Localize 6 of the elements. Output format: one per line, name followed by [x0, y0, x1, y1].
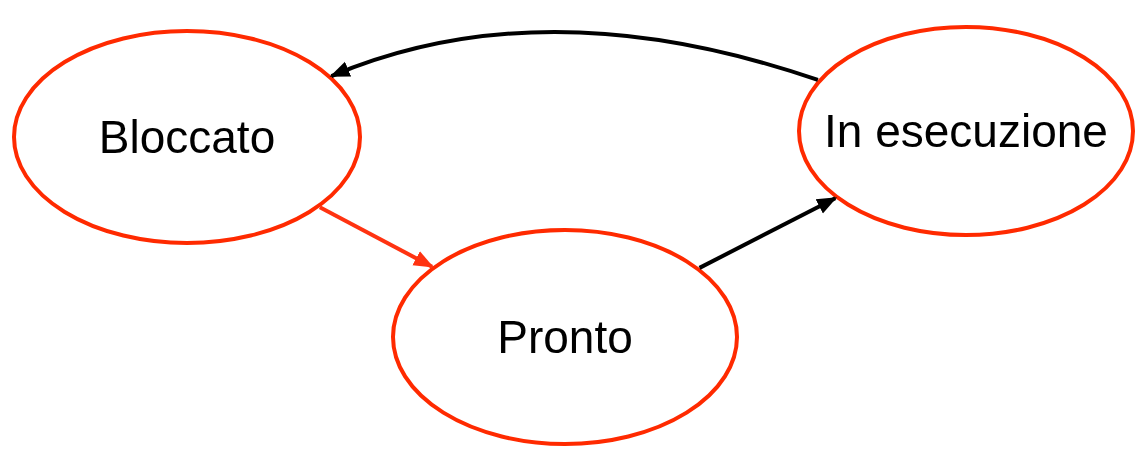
state-label: In esecuzione — [823, 104, 1109, 158]
arrow — [318, 205, 434, 269]
arrow — [698, 196, 838, 270]
state-label: Pronto — [496, 310, 634, 364]
state-label: Bloccato — [97, 110, 277, 164]
arrow — [329, 30, 819, 82]
